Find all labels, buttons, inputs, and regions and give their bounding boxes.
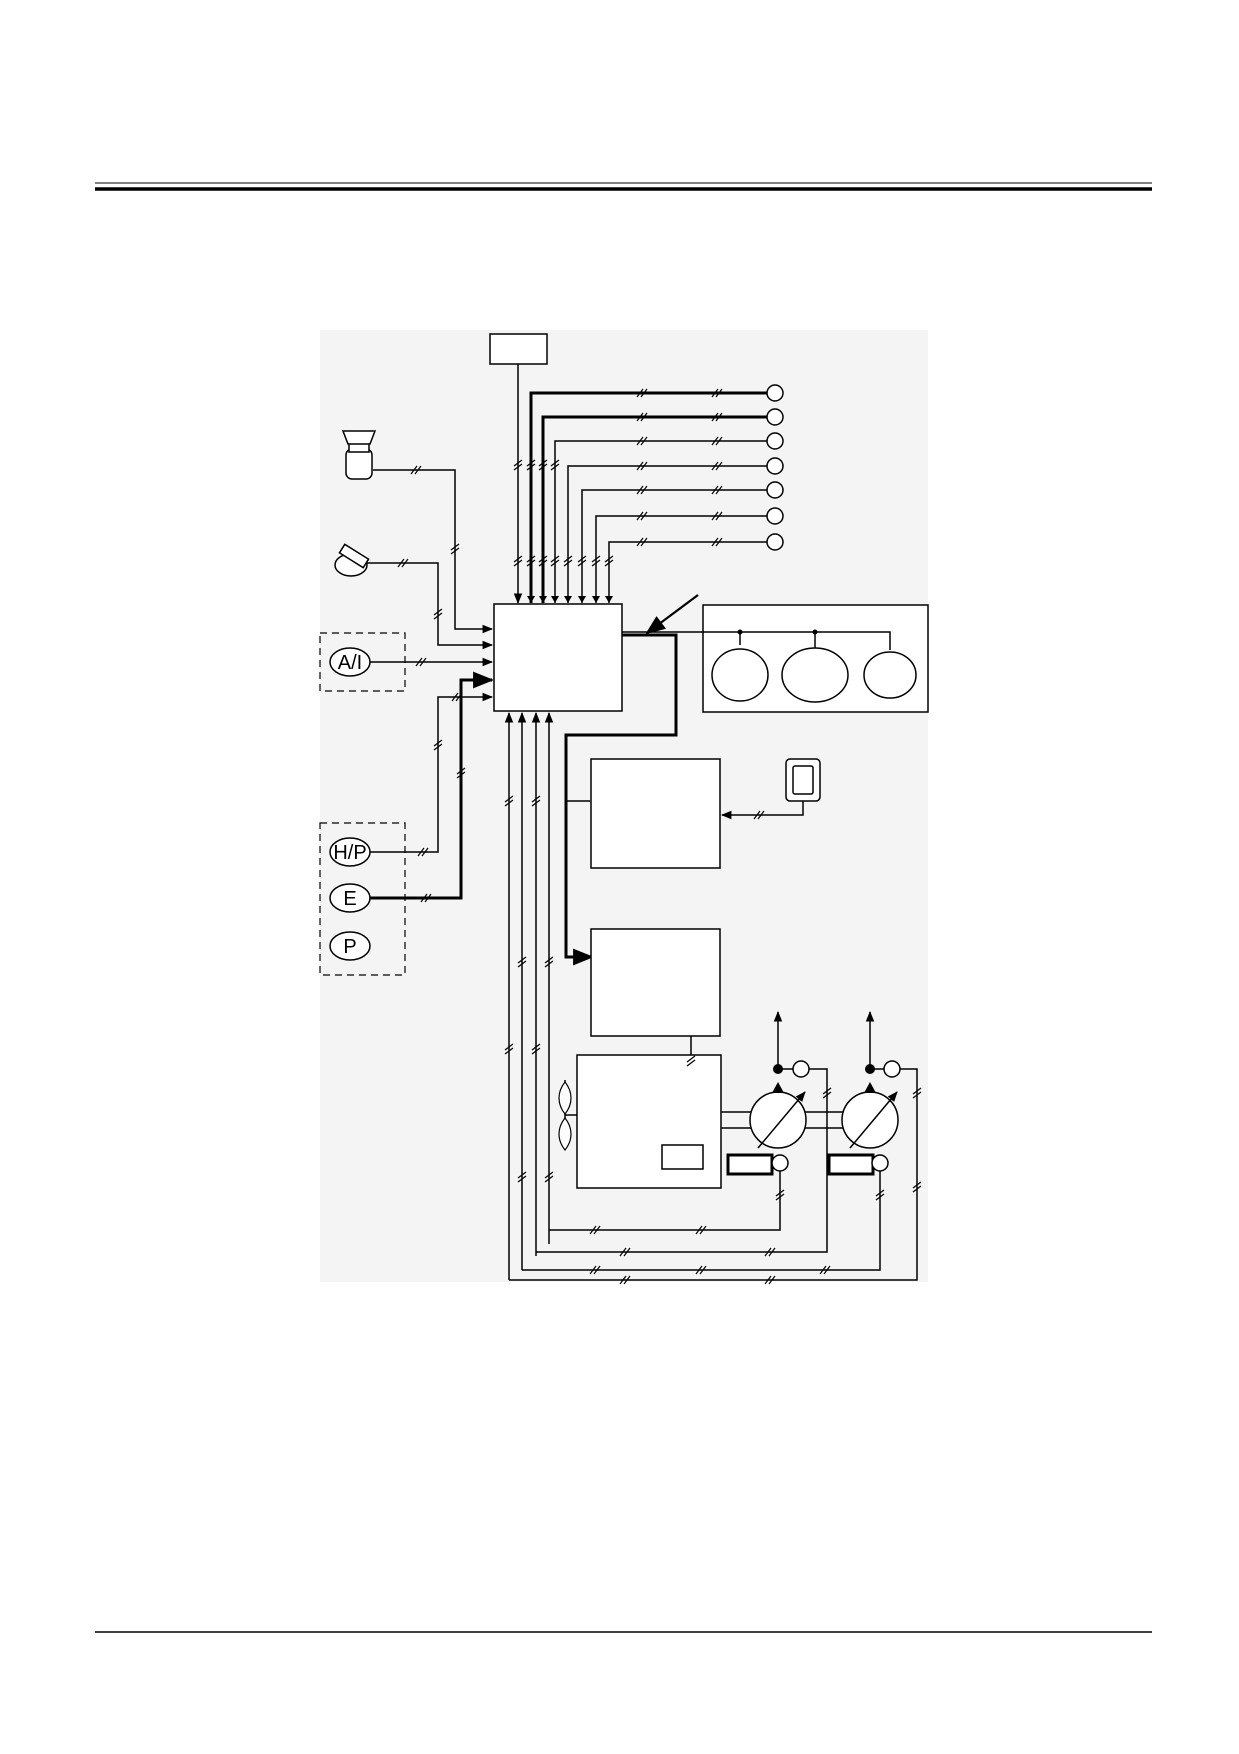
economy-label: E — [343, 888, 356, 910]
main-controller-box — [493, 603, 623, 712]
fan-icon — [558, 1080, 577, 1151]
remote-unit-icon — [785, 758, 821, 802]
hydraulic-pump-icon — [749, 1082, 807, 1149]
pressure-switch-icon — [341, 430, 377, 480]
pressure-sensor-icon — [792, 1060, 810, 1078]
rotary-dial-icon — [334, 543, 370, 577]
gauge-left — [711, 648, 769, 702]
power-label: P — [343, 936, 356, 958]
auto-idle-label: A/I — [338, 652, 362, 674]
hydraulic-pump-icon — [841, 1082, 899, 1149]
high-power-label: H/P — [333, 842, 366, 864]
module-a-box — [590, 758, 721, 869]
wire-break-marks — [397, 388, 922, 1285]
terminal-circle — [766, 384, 784, 551]
solenoid-valve-icon — [827, 1153, 875, 1176]
indicator-arrow — [645, 594, 699, 635]
module-b-box — [590, 928, 721, 1037]
pressure-sensor-icon — [883, 1060, 901, 1078]
top-input-box — [489, 333, 548, 365]
header-rule — [95, 182, 1152, 191]
gauge-right — [863, 651, 917, 699]
governor-box — [661, 1144, 704, 1170]
gauge-center — [781, 647, 849, 703]
solenoid-valve-icon — [726, 1153, 774, 1176]
